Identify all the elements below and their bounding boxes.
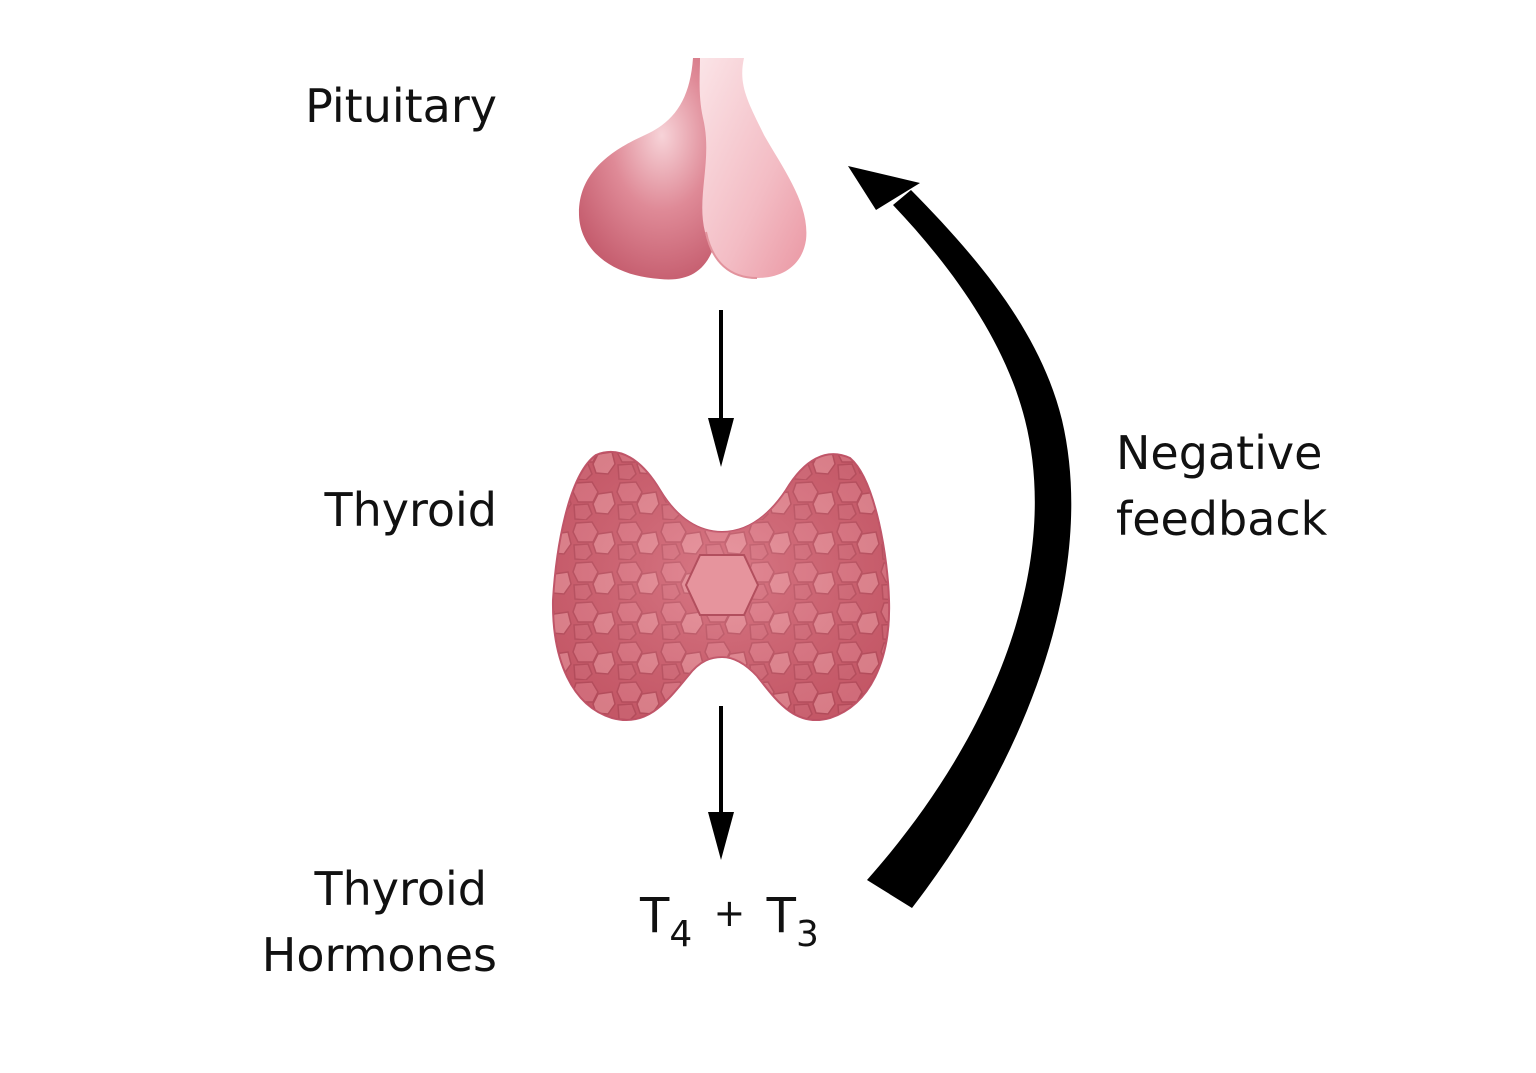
feedback-curved-arrow-icon (848, 166, 1072, 908)
thyroid-label: Thyroid (324, 483, 498, 537)
t3-symbol: T (766, 888, 796, 944)
hormone-formula: T4 + T3 (640, 888, 819, 955)
negative-feedback-line2: feedback (1116, 492, 1328, 546)
thyroid-hormones-line2: Hormones (261, 928, 497, 982)
thyroid-hormones-line1: Thyroid (314, 862, 488, 916)
pituitary-gland-icon (578, 58, 807, 280)
thyroid-hormones-label: Thyroid Hormones (230, 856, 497, 988)
t4-symbol: T (640, 888, 670, 944)
down-arrow-icon (708, 310, 734, 467)
negative-feedback-line1: Negative (1116, 426, 1323, 480)
plus-sign: + (713, 891, 746, 935)
down-arrow-icon (708, 706, 734, 860)
pituitary-label: Pituitary (305, 79, 497, 133)
thyroid-gland-icon (551, 450, 891, 721)
negative-feedback-label: Negative feedback (1116, 420, 1327, 552)
t4-subscript: 4 (669, 914, 693, 955)
t3-subscript: 3 (795, 914, 819, 955)
